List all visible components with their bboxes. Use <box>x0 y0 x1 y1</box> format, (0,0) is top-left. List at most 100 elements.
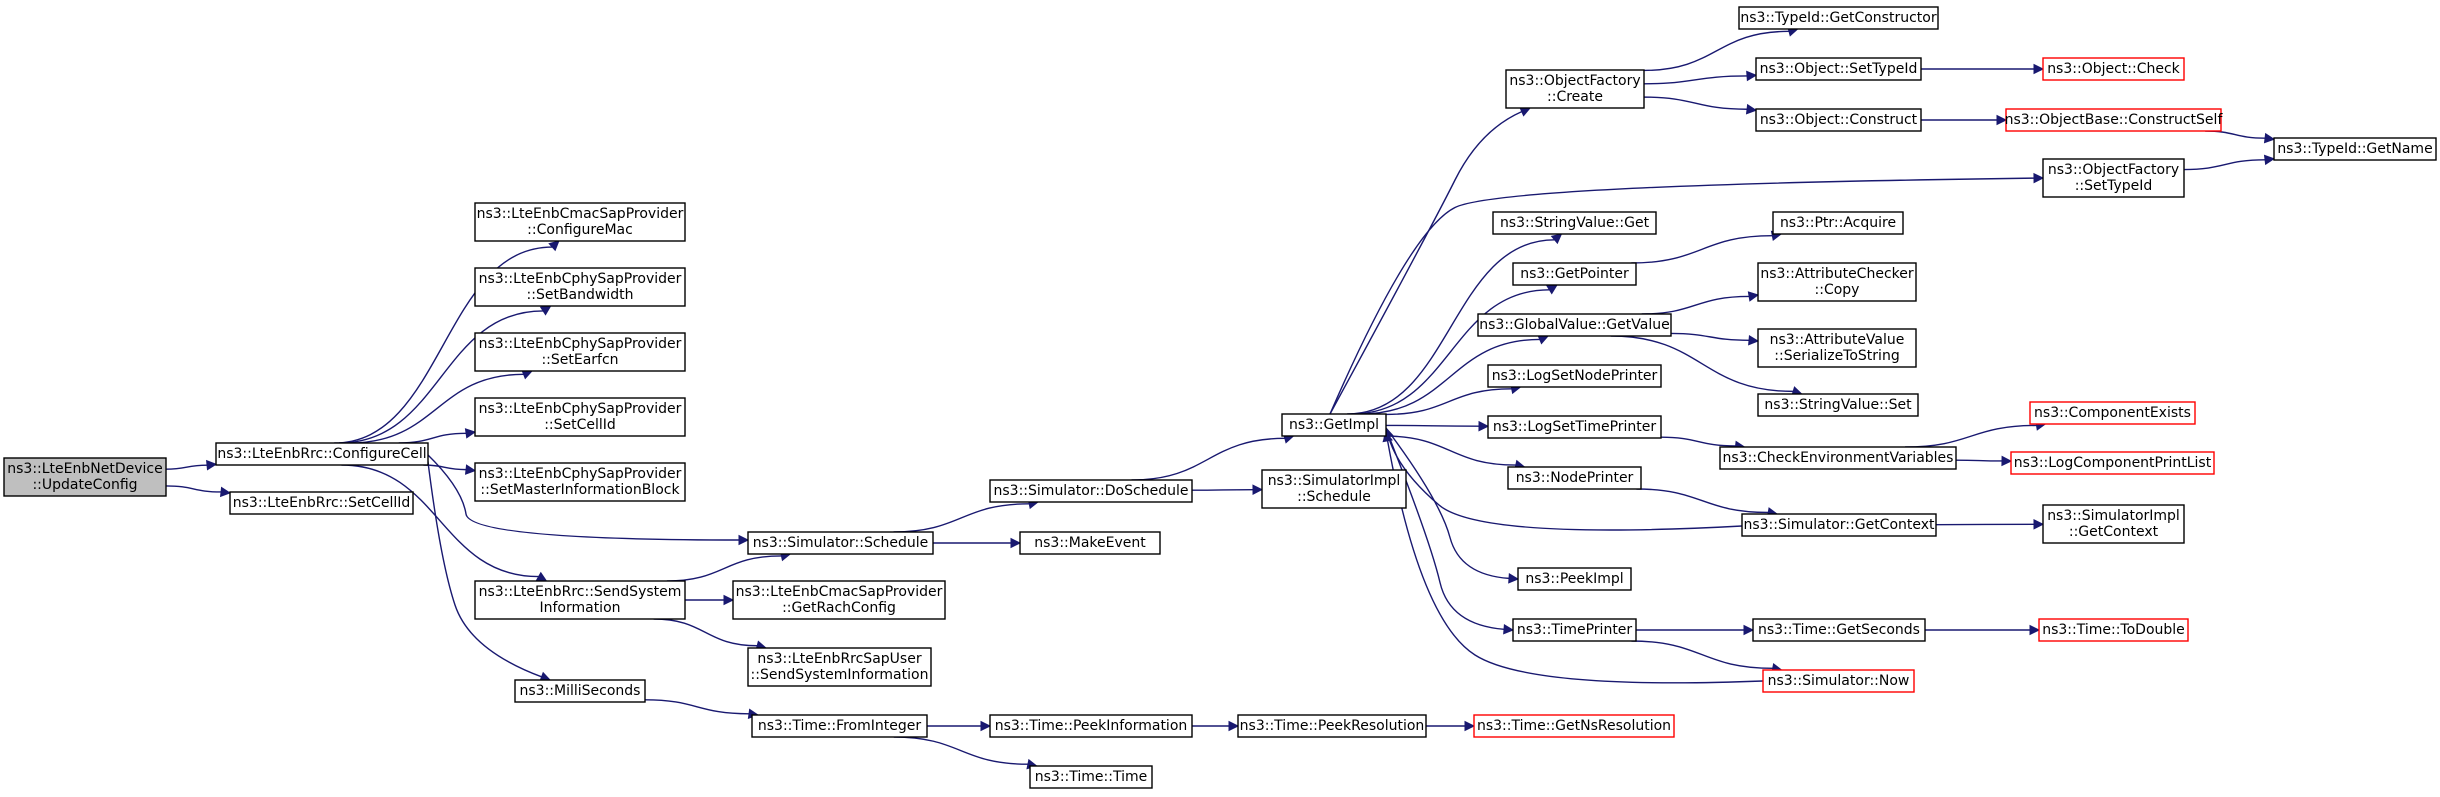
node-time-peek-info[interactable]: ns3::Time::PeekInformation <box>989 714 1193 738</box>
node-label-line: ns3::TimePrinter <box>1517 622 1633 638</box>
node-attr-value-serialize[interactable]: ns3::AttributeValue::SerializeToString <box>1757 328 1917 368</box>
node-box <box>1512 618 1637 642</box>
node-configure-mac[interactable]: ns3::LteEnbCmacSapProvider::ConfigureMac <box>474 202 686 242</box>
node-check-env-vars[interactable]: ns3::CheckEnvironmentVariables <box>1719 446 1957 470</box>
node-stringvalue-set[interactable]: ns3::StringValue::Set <box>1757 393 1919 417</box>
edge-time_from_integer-to-time_peek_info <box>926 720 992 732</box>
edges-layer <box>165 26 2276 770</box>
edge-arrowhead <box>1745 103 1758 115</box>
node-globalvalue-getvalue[interactable]: ns3::GlobalValue::GetValue <box>1477 313 1672 337</box>
node-box <box>1755 108 1922 132</box>
node-label-line: ::SerializeToString <box>1774 348 1899 364</box>
node-object-factory-create[interactable]: ns3::ObjectFactory::Create <box>1505 69 1645 109</box>
node-configure-cell[interactable]: ns3::LteEnbRrc::ConfigureCell <box>215 442 429 466</box>
node-time-peek-res[interactable]: ns3::Time::PeekResolution <box>1237 714 1427 738</box>
node-typeid-get-constructor[interactable]: ns3::TypeId::GetConstructor <box>1738 6 1939 30</box>
node-box <box>1757 393 1919 417</box>
node-label-line: Information <box>539 600 620 616</box>
node-milliseconds[interactable]: ns3::MilliSeconds <box>514 679 646 703</box>
edge-arrowhead <box>980 720 992 732</box>
edge-line <box>1385 424 1480 427</box>
edge-arrowhead <box>1228 720 1240 732</box>
node-simimpl-get-context[interactable]: ns3::SimulatorImpl::GetContext <box>2042 504 2185 544</box>
node-node-printer[interactable]: ns3::NodePrinter <box>1507 466 1642 490</box>
node-typeid-get-name[interactable]: ns3::TypeId::GetName <box>2273 137 2437 161</box>
node-box <box>1757 262 1917 302</box>
node-label-line: ns3::StringValue::Get <box>1500 215 1650 231</box>
node-time-get-seconds[interactable]: ns3::Time::GetSeconds <box>1752 618 1926 642</box>
node-box <box>1505 69 1645 109</box>
edge-object_factory_create-to-object_construct <box>1643 96 1758 115</box>
node-label-line: ns3::Time::PeekResolution <box>1240 718 1425 734</box>
node-make-event[interactable]: ns3::MakeEvent <box>1019 531 1161 555</box>
edge-arrowhead <box>1747 291 1760 302</box>
node-set-cell-id-rrc[interactable]: ns3::LteEnbRrc::SetCellId <box>229 491 414 515</box>
node-send-sys-info-user[interactable]: ns3::LteEnbRrcSapUser::SendSystemInforma… <box>747 647 932 687</box>
edge-arrowhead <box>1996 114 2008 126</box>
edge-line <box>644 699 750 715</box>
node-box <box>1477 313 1672 337</box>
edge-time_get_seconds-to-time_to_double <box>1925 624 2041 636</box>
node-peek-impl[interactable]: ns3::PeekImpl <box>1517 567 1632 591</box>
edge-configure_cell-to-configure_mac <box>334 240 560 444</box>
node-label-line: ns3::ObjectBase::ConstructSelf <box>2005 112 2224 128</box>
node-box <box>474 462 686 502</box>
nodes-layer: ns3::LteEnbNetDevice::UpdateConfigns3::L… <box>3 6 2437 789</box>
edge-arrowhead <box>738 534 750 546</box>
node-object-check[interactable]: ns3::Object::Check <box>2042 57 2185 81</box>
node-attr-checker-copy[interactable]: ns3::AttributeChecker::Copy <box>1757 262 1917 302</box>
edge-line <box>1643 96 1748 110</box>
node-label-line: ::ConfigureMac <box>527 222 633 238</box>
node-ptr-acquire[interactable]: ns3::Ptr::Acquire <box>1772 211 1904 235</box>
node-set-cellid-phy[interactable]: ns3::LteEnbCphySapProvider::SetCellId <box>474 397 686 437</box>
node-objectbase-construct-self[interactable]: ns3::ObjectBase::ConstructSelf <box>2005 108 2224 132</box>
node-set-mib[interactable]: ns3::LteEnbCphySapProvider::SetMasterInf… <box>474 462 686 502</box>
node-stringvalue-get[interactable]: ns3::StringValue::Get <box>1492 211 1657 235</box>
node-label-line: ns3::GetImpl <box>1289 417 1379 433</box>
edge-line <box>334 246 553 444</box>
edge-get_impl-to-stringvalue_get <box>1347 233 1563 415</box>
edge-root-to-set_cell_id_rrc <box>165 485 232 498</box>
node-set-earfcn[interactable]: ns3::LteEnbCphySapProvider::SetEarfcn <box>474 332 686 372</box>
node-label-line: ::SetBandwidth <box>527 287 634 303</box>
node-log-component-print-list[interactable]: ns3::LogComponentPrintList <box>2010 451 2215 475</box>
node-sim-now[interactable]: ns3::Simulator::Now <box>1762 669 1915 693</box>
edge-line <box>426 453 542 678</box>
node-time-time[interactable]: ns3::Time::Time <box>1029 765 1153 789</box>
edge-arrowhead <box>1748 334 1760 346</box>
edge-line <box>165 464 208 470</box>
edge-arrowhead <box>548 240 560 252</box>
node-sim-do-schedule[interactable]: ns3::Simulator::DoSchedule <box>989 479 1193 503</box>
node-send-sys-info[interactable]: ns3::LteEnbRrc::SendSystemInformation <box>474 580 686 620</box>
node-set-bandwidth[interactable]: ns3::LteEnbCphySapProvider::SetBandwidth <box>474 267 686 307</box>
edge-check_env_vars-to-component_exists <box>1905 420 2047 448</box>
node-sim-get-context[interactable]: ns3::Simulator::GetContext <box>1741 513 1937 537</box>
edge-line <box>1670 332 1750 341</box>
node-time-from-integer[interactable]: ns3::Time::FromInteger <box>751 714 928 738</box>
node-simimpl-schedule[interactable]: ns3::SimulatorImpl::Schedule <box>1261 469 1407 509</box>
node-box <box>474 580 686 620</box>
node-object-factory-set-type-id[interactable]: ns3::ObjectFactory::SetTypeId <box>2042 158 2185 198</box>
node-get-pointer[interactable]: ns3::GetPointer <box>1512 262 1637 286</box>
edge-line <box>1641 295 1750 315</box>
node-label-line: ns3::Object::Check <box>2047 61 2180 77</box>
node-label-line: ns3::MakeEvent <box>1034 535 1146 551</box>
node-box <box>474 397 686 437</box>
node-object-set-type-id[interactable]: ns3::Object::SetTypeId <box>1755 57 1922 81</box>
edge-arrowhead <box>1010 537 1022 549</box>
node-time-printer[interactable]: ns3::TimePrinter <box>1512 618 1637 642</box>
edge-configure_cell-to-set_mib <box>423 464 477 475</box>
node-object-construct[interactable]: ns3::Object::Construct <box>1755 108 1922 132</box>
edge-configure_cell-to-set_earfcn <box>349 369 533 444</box>
node-log-set-node-printer[interactable]: ns3::LogSetNodePrinter <box>1487 364 1662 388</box>
node-time-get-ns-res[interactable]: ns3::Time::GetNsResolution <box>1473 714 1675 738</box>
node-get-impl[interactable]: ns3::GetImpl <box>1281 413 1387 437</box>
node-label-line: ns3::ObjectFactory <box>2048 162 2179 178</box>
node-time-to-double[interactable]: ns3::Time::ToDouble <box>2038 618 2189 642</box>
node-log-set-time-printer[interactable]: ns3::LogSetTimePrinter <box>1487 415 1662 439</box>
node-get-rach-config[interactable]: ns3::LteEnbCmacSapProvider::GetRachConfi… <box>732 580 946 620</box>
edge-sim_schedule-to-make_event <box>932 537 1022 549</box>
edge-line <box>1636 488 1769 514</box>
node-sim-schedule[interactable]: ns3::Simulator::Schedule <box>747 531 934 555</box>
node-component-exists[interactable]: ns3::ComponentExists <box>2029 401 2196 425</box>
